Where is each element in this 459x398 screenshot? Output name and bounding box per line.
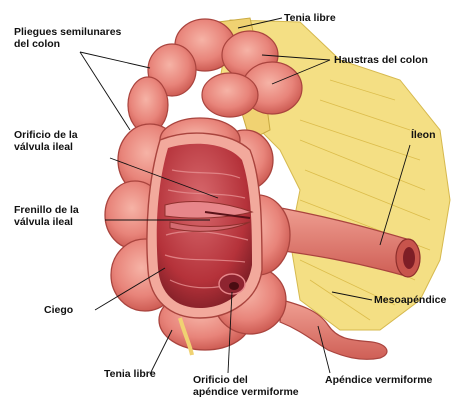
label-ciego: Ciego <box>44 304 73 316</box>
label-tenia-libre-bottom: Tenia libre <box>104 368 156 380</box>
label-mesoapendice: Mesoapéndice <box>374 294 446 306</box>
label-apendice: Apéndice vermiforme <box>325 374 432 386</box>
label-orificio-valvula: Orificio de la válvula ileal <box>14 129 78 153</box>
label-haustras: Haustras del colon <box>334 54 428 66</box>
label-orificio-apendice: Orificio del apéndice vermiforme <box>193 374 299 398</box>
label-ileon: Íleon <box>411 129 436 141</box>
label-tenia-libre-top: Tenia libre <box>284 12 336 24</box>
label-frenillo: Frenillo de la válvula ileal <box>14 204 79 228</box>
label-pliegues: Pliegues semilunares del colon <box>14 26 121 50</box>
appendix-orifice <box>219 274 245 294</box>
